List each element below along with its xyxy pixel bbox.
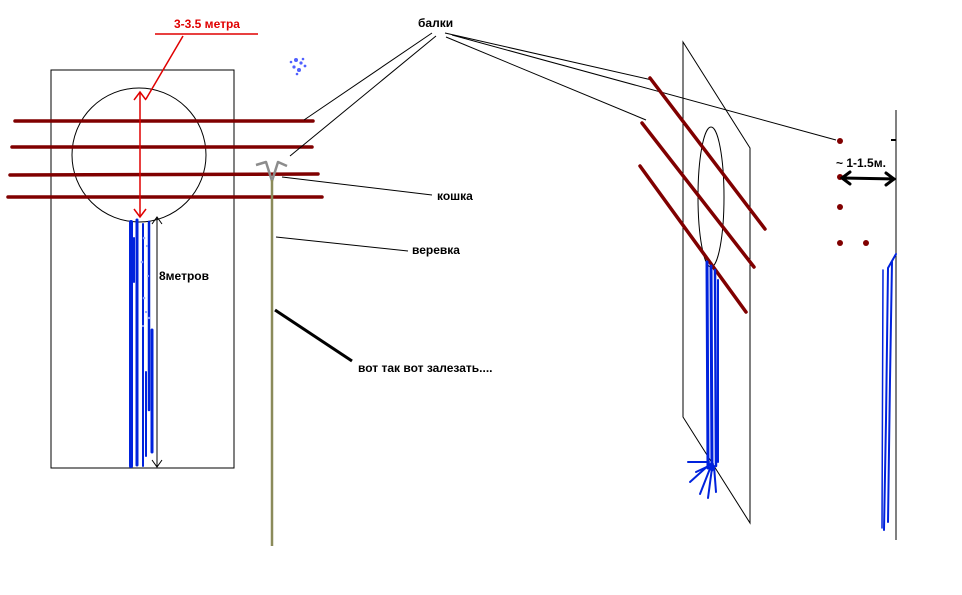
gap-dimension [839,170,897,187]
width-dimension [133,33,258,219]
water-speckles [140,236,151,328]
width-label: 3-3.5 метра [174,17,240,31]
rope-label: веревка [412,243,460,257]
grapple-label: кошка [437,189,473,203]
climb-label: вот так вот залезать.... [358,361,493,375]
beams-pointer-lines [289,32,837,157]
water-streams-side [687,260,719,499]
beams-side [638,76,767,314]
shaft-front-outline [50,69,235,469]
beam-side-3 [638,164,748,314]
climb-pointer [274,308,353,363]
label-pointer-lines [275,176,433,252]
gap-label: ~ 1-1.5м. [836,156,886,170]
beams-front [6,119,324,199]
shaft-side-plane [682,40,751,525]
beam-ends-dots [837,138,869,246]
grapple-icon [255,160,288,183]
beams-label: балки [418,16,453,30]
shaft-opening-circle [71,87,207,223]
height-dimension [151,216,163,468]
scribble-icon [289,57,307,76]
beam-side-2 [640,121,756,269]
height-label: 8метров [159,269,209,283]
water-streams-wall [881,253,897,531]
beam-front-3 [8,172,320,177]
beam-side-1 [648,76,767,231]
water-streams-front [129,218,154,468]
